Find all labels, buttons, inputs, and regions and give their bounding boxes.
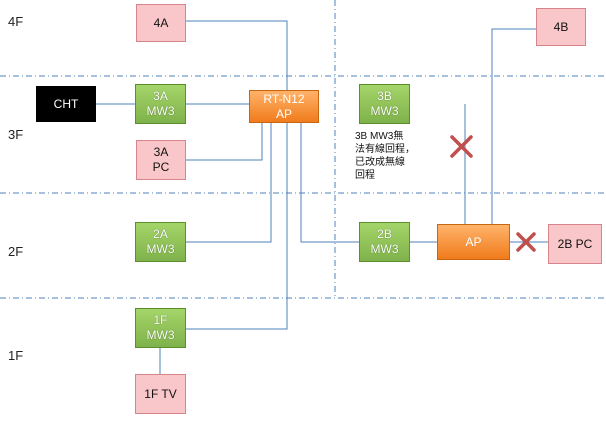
note-line-1: 3B MW3無	[355, 131, 404, 142]
node-1f-mw3: 1F MW3	[135, 308, 186, 348]
node-4b-label: 4B	[553, 19, 569, 34]
link-3apc-rt	[186, 123, 263, 161]
node-1f-tv: 1F TV	[135, 374, 186, 414]
note-line-4: 回程	[355, 170, 375, 181]
floor-label-1f: 1F	[8, 348, 24, 363]
link-rt-2b	[300, 123, 359, 243]
node-3a-mw3: 3A MW3	[135, 84, 186, 124]
link-ap-4b	[491, 28, 536, 224]
broken-link-crosses	[450, 135, 536, 252]
link-1f-rt	[186, 123, 288, 330]
node-3b-mw3-line1: 3B	[377, 89, 392, 103]
node-4a: 4A	[136, 4, 186, 42]
node-1f-tv-label: 1F TV	[144, 386, 177, 401]
node-4a-label: 4A	[153, 15, 169, 30]
link-4a-rt	[186, 20, 288, 90]
node-3a-mw3-line2: MW3	[146, 104, 175, 118]
node-rt-n12-line2: AP	[275, 106, 292, 121]
link-2a-rt	[186, 123, 272, 243]
note-line-2: 法有線回程，	[355, 144, 415, 155]
node-cht: CHT	[36, 86, 96, 122]
node-3b-mw3-line2: MW3	[370, 104, 399, 118]
node-2a-mw3-line1: 2A	[153, 227, 168, 241]
note-line-3: 已改成無線	[355, 157, 405, 168]
node-1f-mw3-line1: 1F	[153, 313, 168, 327]
node-2b-pc: 2B PC	[548, 224, 602, 264]
floor-label-2f: 2F	[8, 244, 24, 259]
node-3a-pc-line2: PC	[152, 160, 170, 174]
node-4b: 4B	[536, 8, 586, 46]
node-3a-pc-line1: 3A	[153, 145, 169, 159]
node-2f-ap: AP	[437, 224, 510, 260]
node-cht-label: CHT	[53, 96, 79, 111]
node-2b-mw3-line2: MW3	[370, 242, 399, 256]
node-2f-ap-label: AP	[465, 234, 482, 249]
floor-label-3f: 3F	[8, 127, 24, 142]
node-rt-n12-line1: RT-N12	[263, 91, 305, 106]
floor-label-4f: 4F	[8, 14, 24, 29]
node-2a-mw3: 2A MW3	[135, 222, 186, 262]
node-rt-n12-ap: RT-N12 AP	[249, 90, 319, 123]
cross-3b-ap	[450, 135, 473, 158]
node-3a-mw3-line1: 3A	[153, 89, 168, 103]
node-2b-mw3-line1: 2B	[377, 227, 392, 241]
wireless-backhaul-note: 3B MW3無 法有線回程， 已改成無線 回程	[355, 130, 435, 182]
connections	[96, 20, 548, 374]
node-3b-mw3: 3B MW3	[359, 84, 410, 124]
node-3a-pc: 3A PC	[136, 140, 186, 180]
node-2b-mw3: 2B MW3	[359, 222, 410, 262]
floor-separators	[0, 0, 606, 299]
cross-ap-2bpc	[516, 232, 536, 252]
node-2a-mw3-line2: MW3	[146, 242, 175, 256]
node-2b-pc-label: 2B PC	[557, 236, 593, 251]
node-1f-mw3-line2: MW3	[146, 328, 175, 342]
